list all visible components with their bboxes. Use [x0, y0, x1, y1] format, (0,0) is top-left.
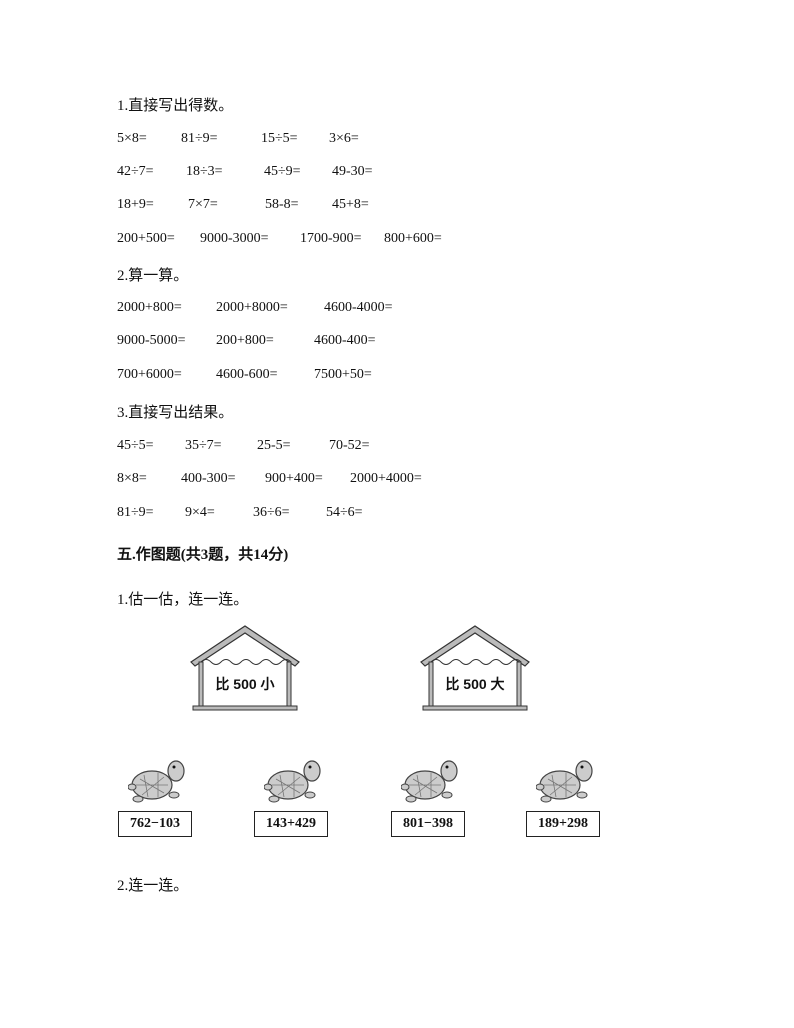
problem: 200+800= [216, 333, 274, 348]
expression-box: 189+298 [526, 811, 600, 837]
expression-box: 762−103 [118, 811, 192, 837]
expression-box: 801−398 [391, 811, 465, 837]
expression-box: 143+429 [254, 811, 328, 837]
problem: 49-30= [332, 164, 373, 179]
problem: 18÷3= [186, 164, 223, 179]
problem: 54÷6= [326, 505, 363, 520]
problem: 9000-3000= [200, 231, 269, 246]
problem: 36÷6= [253, 505, 290, 520]
problem: 42÷7= [117, 164, 154, 179]
turtle-card-1[interactable]: 762−103 [118, 757, 193, 847]
problem: 45÷5= [117, 438, 154, 453]
problem: 7500+50= [314, 367, 372, 382]
turtle-icon [264, 760, 321, 803]
section-2-title: 2.算一算。 [117, 268, 189, 284]
question-1-title: 1.估一估，连一连。 [117, 592, 249, 608]
problem: 18+9= [117, 197, 154, 212]
problem: 1700-900= [300, 231, 362, 246]
problem: 9×4= [185, 505, 215, 520]
problem: 4600-4000= [324, 300, 393, 315]
problem: 2000+4000= [350, 471, 422, 486]
problem: 700+6000= [117, 367, 182, 382]
house-label: 比 500 大 [445, 676, 505, 692]
problem: 25-5= [257, 438, 291, 453]
turtle-icon [401, 760, 458, 803]
problem: 2000+8000= [216, 300, 288, 315]
question-2-title: 2.连一连。 [117, 878, 189, 894]
turtle-card-3[interactable]: 801−398 [391, 757, 466, 847]
turtle-icon [536, 760, 593, 803]
problem: 900+400= [265, 471, 323, 486]
problem: 45÷9= [264, 164, 301, 179]
problem: 81÷9= [181, 131, 218, 146]
turtle-card-2[interactable]: 143+429 [254, 757, 329, 847]
problem: 35÷7= [185, 438, 222, 453]
problem: 45+8= [332, 197, 369, 212]
problem: 3×6= [329, 131, 359, 146]
house-icon [420, 625, 530, 711]
problem: 70-52= [329, 438, 370, 453]
problem: 58-8= [265, 197, 299, 212]
problem: 5×8= [117, 131, 147, 146]
problem: 9000-5000= [117, 333, 186, 348]
turtle-icon [128, 760, 185, 803]
problem: 4600-400= [314, 333, 376, 348]
section-3-title: 3.直接写出结果。 [117, 405, 234, 421]
part-5-heading: 五.作图题(共3题，共14分) [117, 547, 289, 563]
house-greater-than-500[interactable]: 比 500 大 [419, 624, 531, 714]
problem: 8×8= [117, 471, 147, 486]
problem: 200+500= [117, 231, 175, 246]
section-1-title: 1.直接写出得数。 [117, 98, 234, 114]
house-label: 比 500 小 [215, 676, 275, 692]
turtle-card-4[interactable]: 189+298 [526, 757, 601, 847]
problem: 81÷9= [117, 505, 154, 520]
problem: 7×7= [188, 197, 218, 212]
house-icon [190, 625, 300, 711]
problem: 4600-600= [216, 367, 278, 382]
problem: 800+600= [384, 231, 442, 246]
problem: 2000+800= [117, 300, 182, 315]
house-less-than-500[interactable]: 比 500 小 [189, 624, 301, 714]
problem: 15÷5= [261, 131, 298, 146]
problem: 400-300= [181, 471, 236, 486]
